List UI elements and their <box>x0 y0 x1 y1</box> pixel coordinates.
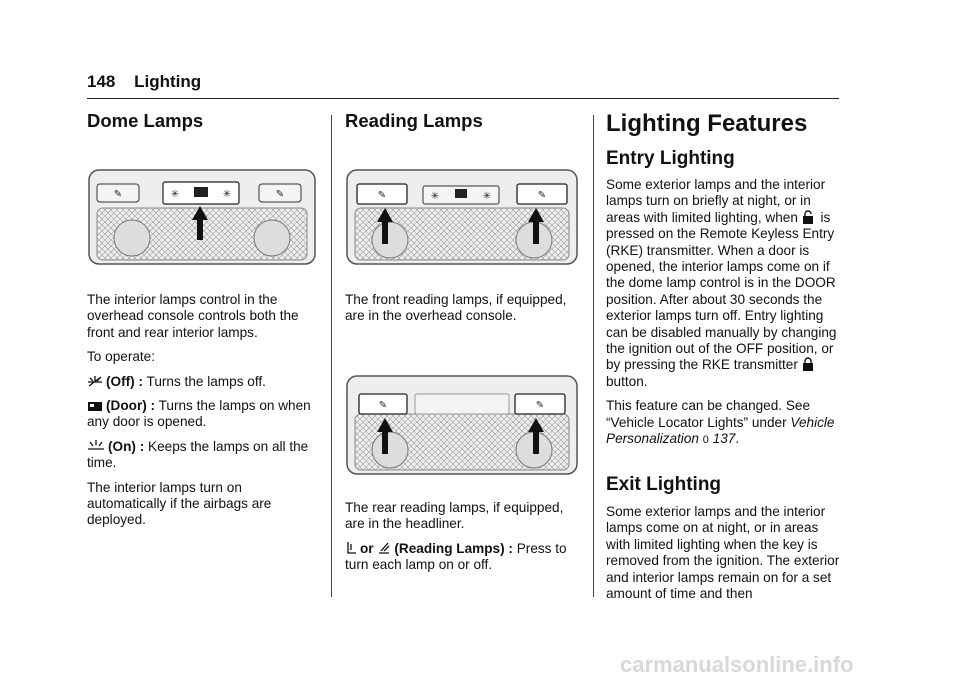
on-label: (On) : <box>108 438 145 454</box>
dome-p2: To operate: <box>87 349 156 365</box>
section-title: Lighting <box>134 72 202 91</box>
rear-reading-lamp-figure: ✎ ✎ <box>346 375 578 475</box>
svg-text:✎: ✎ <box>536 400 544 411</box>
entry-p1a: Some exterior lamps and the interior lam… <box>606 177 826 225</box>
dome-p1: The interior lamps control in the overhe… <box>87 292 299 340</box>
svg-text:✳: ✳ <box>431 191 439 202</box>
svg-text:✎: ✎ <box>276 189 284 200</box>
entry-p1c: button. <box>606 373 648 389</box>
entry-p1b: is pressed on the Remote Keyless Entry (… <box>606 209 837 373</box>
off-text: Turns the lamps off. <box>143 373 266 389</box>
svg-text:✳: ✳ <box>483 191 491 202</box>
door-text: Turns the lamps on when any door is open… <box>87 398 311 430</box>
unlock-button-icon <box>802 210 813 224</box>
reading-label: (Reading Lamps) : <box>394 540 513 556</box>
or-word: or <box>360 540 374 556</box>
watermark: carmanualsonline.info <box>620 652 854 677</box>
front-reading-lamp-figure: ✎ ✳ ✳ ✎ <box>346 169 578 265</box>
header-rule <box>87 98 839 99</box>
svg-text:✎: ✎ <box>379 400 387 411</box>
vehicle-personalization-link[interactable]: Vehicle Personalization <box>606 414 835 447</box>
svg-text:✎: ✎ <box>538 190 546 201</box>
lighting-features-heading: Lighting Features <box>606 110 808 137</box>
page-number: 148 <box>87 72 116 91</box>
dome-off: (Off) : Turns the lamps off. <box>87 374 319 390</box>
entry-lighting-heading: Entry Lighting <box>606 148 735 169</box>
dome-lamp-control-figure: ✎ ✳ ✳ ✎ <box>88 169 316 265</box>
reading-text: Press to turn each lamp on or off. <box>345 540 567 573</box>
entry-p2: This feature can be changed. See “Vehicl… <box>606 398 842 448</box>
column-divider-1 <box>331 115 332 597</box>
svg-text:✳: ✳ <box>223 189 231 200</box>
reading-lamps-heading: Reading Lamps <box>345 110 483 131</box>
entry-p2a: This feature can be changed. See “Vehicl… <box>606 398 811 430</box>
door-label: (Door) : <box>106 398 156 414</box>
entry-p2-end: . <box>735 431 740 447</box>
lock-button-icon <box>802 357 813 372</box>
reading-lamps-item: or (Reading Lamps) : Press to turn each … <box>345 541 581 574</box>
off-label: (Off) : <box>106 373 143 389</box>
dome-lamps-heading: Dome Lamps <box>87 110 204 131</box>
dome-on: (On) : Keeps the lamps on all the time. <box>87 439 319 472</box>
rear-reading-body: The rear reading lamps, if equipped, are… <box>345 500 581 582</box>
exit-lighting-heading: Exit Lighting <box>606 474 722 495</box>
column-divider-2 <box>593 115 594 597</box>
reading-lamp-right-icon <box>379 542 390 554</box>
lamp-door-icon <box>88 402 102 412</box>
page-header: 148 Lighting <box>87 72 201 92</box>
dome-lamps-body: The interior lamps control in the overhe… <box>87 292 319 537</box>
exit-p1: Some exterior lamps and the interior lam… <box>606 504 840 602</box>
page-ref-arrow: 0 <box>702 434 709 447</box>
reading-lamp-left-icon <box>347 541 356 554</box>
svg-text:✎: ✎ <box>378 190 386 201</box>
reading-lamps-body: The front reading lamps, if equipped, ar… <box>345 292 581 333</box>
entry-p1: Some exterior lamps and the interior lam… <box>606 177 842 390</box>
reading-p1: The front reading lamps, if equipped, ar… <box>345 292 567 324</box>
exit-lighting-body: Some exterior lamps and the interior lam… <box>606 504 842 610</box>
svg-text:✳: ✳ <box>171 189 179 200</box>
svg-text:✎: ✎ <box>114 189 122 200</box>
lamp-on-icon <box>88 439 104 450</box>
reading-p2: The rear reading lamps, if equipped, are… <box>345 500 564 532</box>
page-ref-number[interactable]: 137 <box>712 431 736 447</box>
dome-p3: The interior lamps turn on automatically… <box>87 479 272 528</box>
dome-door: (Door) : Turns the lamps on when any doo… <box>87 398 319 431</box>
on-text: Keeps the lamps on all the time. <box>87 438 309 471</box>
lamp-off-icon <box>88 375 102 387</box>
entry-lighting-body: Some exterior lamps and the interior lam… <box>606 177 842 457</box>
